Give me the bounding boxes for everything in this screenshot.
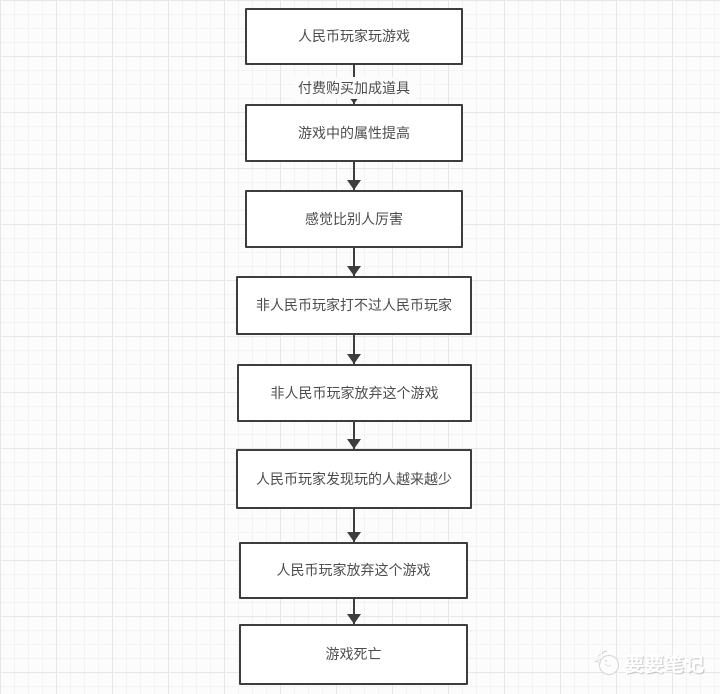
arrow-down-icon (347, 266, 361, 276)
flow-node-label: 非人民币玩家放弃这个游戏 (270, 384, 439, 401)
flow-node-label: 人民币玩家放弃这个游戏 (276, 562, 431, 579)
flow-node-label: 游戏死亡 (325, 646, 382, 663)
flow-node-free-players-quit: 非人民币玩家放弃这个游戏 (237, 364, 472, 422)
arrow-down-icon (347, 180, 361, 190)
flow-node-free-players-lose: 非人民币玩家打不过人民币玩家 (236, 276, 472, 335)
flow-node-attributes-increase: 游戏中的属性提高 (245, 104, 463, 162)
flow-node-feel-stronger: 感觉比别人厉害 (245, 190, 463, 248)
arrow-down-icon (347, 532, 361, 542)
flow-node-label: 游戏中的属性提高 (298, 124, 410, 141)
flow-node-label: 非人民币玩家打不过人民币玩家 (256, 297, 452, 314)
flow-node-rmb-players-notice-decline: 人民币玩家发现玩的人越来越少 (236, 449, 472, 509)
connector-line-7 (353, 598, 355, 624)
bird-logo-icon (594, 650, 619, 675)
flow-node-rmb-players-quit: 人民币玩家放弃这个游戏 (239, 542, 468, 599)
watermark: 要要笔记 (594, 648, 705, 678)
flow-node-label: 人民币玩家玩游戏 (298, 28, 410, 45)
arrow-down-icon (347, 94, 361, 104)
arrow-down-icon (347, 354, 361, 364)
connector-line-2 (353, 161, 355, 190)
flow-node-label: 感觉比别人厉害 (305, 210, 403, 227)
connector-line-5 (353, 421, 355, 449)
arrow-down-icon (347, 439, 361, 449)
connector-line-4 (353, 334, 355, 364)
edge-label: 付费购买加成道具 (293, 77, 415, 99)
arrow-down-icon (347, 614, 361, 624)
flow-node-game-dies: 游戏死亡 (239, 624, 468, 685)
connector-line-3 (353, 247, 355, 276)
flow-node-rmb-player-plays: 人民币玩家玩游戏 (245, 8, 463, 65)
watermark-text: 要要笔记 (625, 654, 706, 676)
flow-node-label: 人民币玩家发现玩的人越来越少 (256, 470, 452, 487)
connector-line-6 (353, 508, 355, 542)
